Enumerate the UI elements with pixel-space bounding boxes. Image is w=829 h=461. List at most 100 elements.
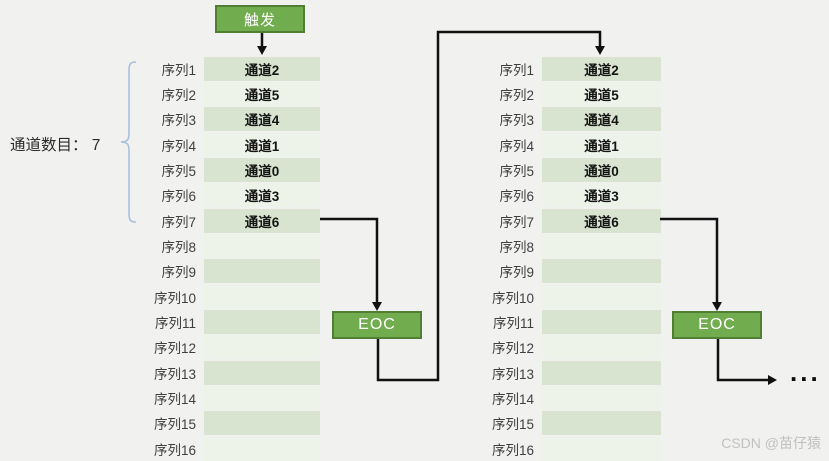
table-row: 序列16 bbox=[136, 436, 320, 461]
sequence-label: 序列3 bbox=[161, 113, 196, 129]
channel-cell: 通道0 bbox=[542, 158, 661, 183]
channel-cell bbox=[542, 386, 661, 411]
trigger-box: 触发 bbox=[215, 5, 305, 33]
table-row: 序列15 bbox=[136, 411, 320, 436]
channel-cell bbox=[204, 284, 320, 309]
sequence-label: 序列2 bbox=[161, 88, 196, 104]
table-row: 序列1 通道2 bbox=[136, 56, 320, 81]
channel-cell bbox=[542, 234, 661, 259]
sequence-label: 序列16 bbox=[153, 442, 196, 458]
channel-cell: 通道1 bbox=[204, 132, 320, 157]
table-row: 序列14 bbox=[136, 385, 320, 411]
channel-cell bbox=[204, 234, 320, 259]
channel-cell bbox=[204, 310, 320, 335]
table-row: 序列7 通道6 bbox=[136, 208, 320, 233]
channel-cell: 通道2 bbox=[204, 56, 320, 81]
channel-cell bbox=[542, 310, 661, 335]
sequence-label: 序列6 bbox=[161, 189, 196, 205]
table-row: 序列11 bbox=[136, 309, 320, 335]
sequence-label: 序列4 bbox=[499, 138, 534, 154]
sequence-label: 序列11 bbox=[154, 316, 196, 332]
seq7-to-eoc2-arrow-icon bbox=[660, 217, 722, 311]
table-row: 序列2 通道5 bbox=[470, 81, 661, 107]
channel-cell bbox=[542, 360, 661, 385]
brace-icon bbox=[120, 61, 137, 223]
eoc-box-1: EOC bbox=[332, 311, 422, 339]
channel-cell: 通道3 bbox=[542, 183, 661, 208]
channel-cell: 通道4 bbox=[204, 107, 320, 132]
sequence-label: 序列1 bbox=[161, 62, 196, 78]
channel-cell bbox=[204, 259, 320, 284]
watermark: CSDN @苗仔猿 bbox=[721, 435, 821, 451]
channel-cell bbox=[204, 360, 320, 385]
sequence-label: 序列9 bbox=[161, 265, 196, 281]
sequence-label: 序列13 bbox=[153, 366, 196, 382]
channel-cell: 通道1 bbox=[542, 132, 661, 157]
table-row: 序列4 通道1 bbox=[470, 132, 661, 157]
channel-cell: 通道2 bbox=[542, 56, 661, 81]
table-row: 序列5 通道0 bbox=[470, 157, 661, 183]
table-row: 序列9 bbox=[136, 259, 320, 284]
sequence-label: 序列1 bbox=[499, 62, 534, 78]
channel-count-label: 通道数目： 7 bbox=[10, 137, 101, 154]
table-row: 序列3 通道4 bbox=[470, 107, 661, 132]
channel-cell: 通道4 bbox=[542, 107, 661, 132]
eoc2-continue-arrow-icon bbox=[716, 339, 777, 385]
table-row: 序列11 bbox=[470, 309, 661, 335]
channel-cell: 通道6 bbox=[542, 208, 661, 233]
table-row: 序列8 bbox=[470, 233, 661, 259]
sequence-label: 序列7 bbox=[499, 214, 534, 230]
sequence-label: 序列5 bbox=[161, 164, 196, 180]
trigger-arrow-icon bbox=[257, 33, 267, 55]
eoc-box-2: EOC bbox=[672, 311, 762, 339]
table-row: 序列15 bbox=[470, 411, 661, 436]
sequence-label: 序列5 bbox=[499, 164, 534, 180]
sequence-label: 序列15 bbox=[153, 417, 196, 433]
table-row: 序列1 通道2 bbox=[470, 56, 661, 81]
sequence-label: 序列13 bbox=[491, 366, 534, 382]
sequence-table-2: 序列1 通道2 序列2 通道5 序列3 通道4 序列4 通道1 序列5 通道0 序列6 通道3 序列7 通… bbox=[470, 56, 661, 461]
channel-cell: 通道5 bbox=[542, 82, 661, 107]
continuation-ellipsis: ... bbox=[790, 357, 821, 387]
channel-cell bbox=[204, 436, 320, 461]
sequence-label: 序列14 bbox=[153, 392, 196, 408]
channel-cell bbox=[542, 284, 661, 309]
channel-cell bbox=[204, 411, 320, 436]
table-row: 序列12 bbox=[470, 335, 661, 360]
sequence-label: 序列6 bbox=[499, 189, 534, 205]
channel-cell: 通道5 bbox=[204, 82, 320, 107]
table-row: 序列7 通道6 bbox=[470, 208, 661, 233]
table-row: 序列10 bbox=[136, 284, 320, 309]
channel-cell: 通道6 bbox=[204, 208, 320, 233]
sequence-label: 序列7 bbox=[161, 214, 196, 230]
sequence-label: 序列3 bbox=[499, 113, 534, 129]
sequence-label: 序列12 bbox=[491, 341, 534, 357]
table-row: 序列16 bbox=[470, 436, 661, 461]
sequence-label: 序列8 bbox=[499, 240, 534, 256]
seq7-to-eoc1-arrow-icon bbox=[320, 217, 382, 311]
table-row: 序列10 bbox=[470, 284, 661, 309]
table-row: 序列6 通道3 bbox=[470, 183, 661, 208]
sequence-label: 序列8 bbox=[161, 240, 196, 256]
sequence-label: 序列16 bbox=[491, 442, 534, 458]
table-row: 序列13 bbox=[136, 360, 320, 385]
table-row: 序列12 bbox=[136, 335, 320, 360]
table-row: 序列8 bbox=[136, 233, 320, 259]
sequence-label: 序列10 bbox=[491, 290, 534, 306]
sequence-label: 序列10 bbox=[153, 290, 196, 306]
channel-cell bbox=[542, 335, 661, 360]
sequence-label: 序列2 bbox=[499, 88, 534, 104]
sequence-label: 序列9 bbox=[499, 265, 534, 281]
sequence-label: 序列15 bbox=[491, 417, 534, 433]
channel-cell bbox=[204, 335, 320, 360]
table-row: 序列9 bbox=[470, 259, 661, 284]
sequence-label: 序列12 bbox=[153, 341, 196, 357]
channel-cell bbox=[542, 411, 661, 436]
sequence-label: 序列11 bbox=[492, 316, 534, 332]
